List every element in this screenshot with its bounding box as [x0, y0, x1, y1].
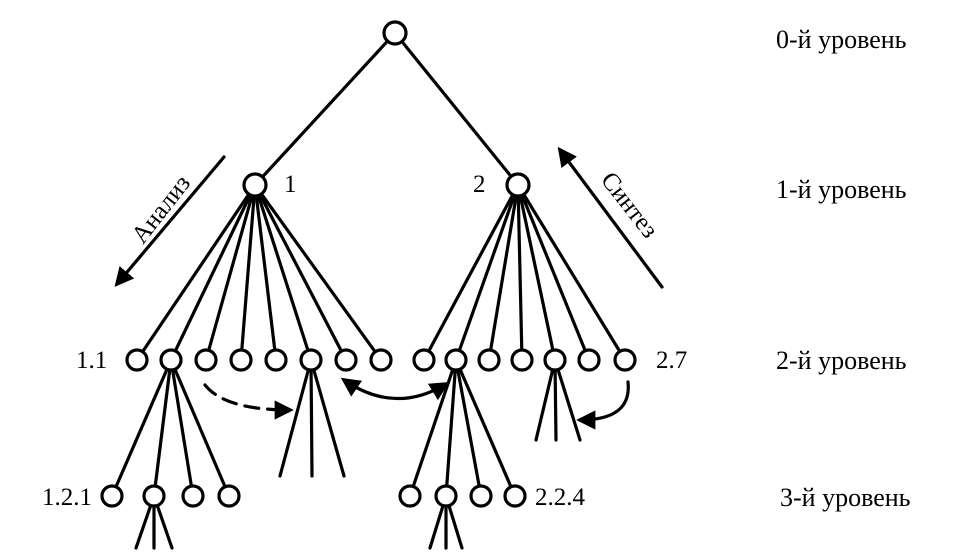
- edges-node-1: [135, 183, 383, 362]
- node-1-2-1: [100, 484, 124, 508]
- partial-fan-node-2-5: [534, 358, 582, 442]
- edges-node-2-2: [408, 358, 517, 498]
- node-1-3: [194, 348, 218, 372]
- node-2-1: [412, 348, 436, 372]
- node-2-2-2: [434, 484, 458, 508]
- node-2-2: [444, 348, 468, 372]
- nodes: [100, 20, 637, 508]
- node-1-7: [334, 348, 358, 372]
- node-2-2-1: [398, 484, 422, 508]
- node-1-1: [125, 348, 149, 372]
- dashed-link-arrow: [203, 383, 294, 420]
- label-node-2-2-4: 2.2.4: [535, 484, 586, 511]
- node-1-2-4: [217, 484, 241, 508]
- node-2-5: [543, 348, 567, 372]
- node-2-6: [577, 348, 601, 372]
- node-1-2-2: [142, 484, 166, 508]
- node-2-2-3: [469, 484, 493, 508]
- label-node-1: 1: [284, 171, 297, 198]
- analysis-arrow: [114, 155, 226, 287]
- level-2-label: 2-й уровень: [776, 346, 907, 375]
- node-1-2: [159, 348, 183, 372]
- partial-fan-node-1-6: [278, 358, 346, 478]
- node-1-6: [299, 348, 323, 372]
- edges-node-2: [422, 183, 627, 362]
- node-2-3: [477, 348, 501, 372]
- synthesis-label: Синтез: [595, 167, 663, 243]
- node-1: [242, 172, 268, 198]
- edges-level-0: [253, 31, 520, 187]
- label-node-2-7: 2.7: [656, 347, 687, 374]
- level-1-label: 1-й уровень: [776, 175, 907, 204]
- node-root: [382, 20, 408, 46]
- node-1-2-3: [181, 484, 205, 508]
- node-2-7: [613, 348, 637, 372]
- analysis-label: Анализ: [126, 170, 196, 249]
- node-2-2-4: [503, 484, 527, 508]
- label-node-2: 2: [473, 171, 486, 198]
- label-node-1-1: 1.1: [76, 347, 107, 374]
- node-2: [505, 172, 531, 198]
- node-1-4: [229, 348, 253, 372]
- node-2-4: [510, 348, 534, 372]
- level-3-label: 3-й уровень: [780, 483, 911, 512]
- edges-node-1-2: [110, 358, 231, 498]
- node-1-8: [369, 348, 393, 372]
- node-1-5: [264, 348, 288, 372]
- label-node-1-2-1: 1.2.1: [42, 484, 92, 511]
- synthesis-arrow: [557, 146, 664, 289]
- double-link-arrow: [340, 377, 450, 401]
- level-0-label: 0-й уровень: [776, 25, 907, 54]
- return-link-arrow: [576, 380, 630, 430]
